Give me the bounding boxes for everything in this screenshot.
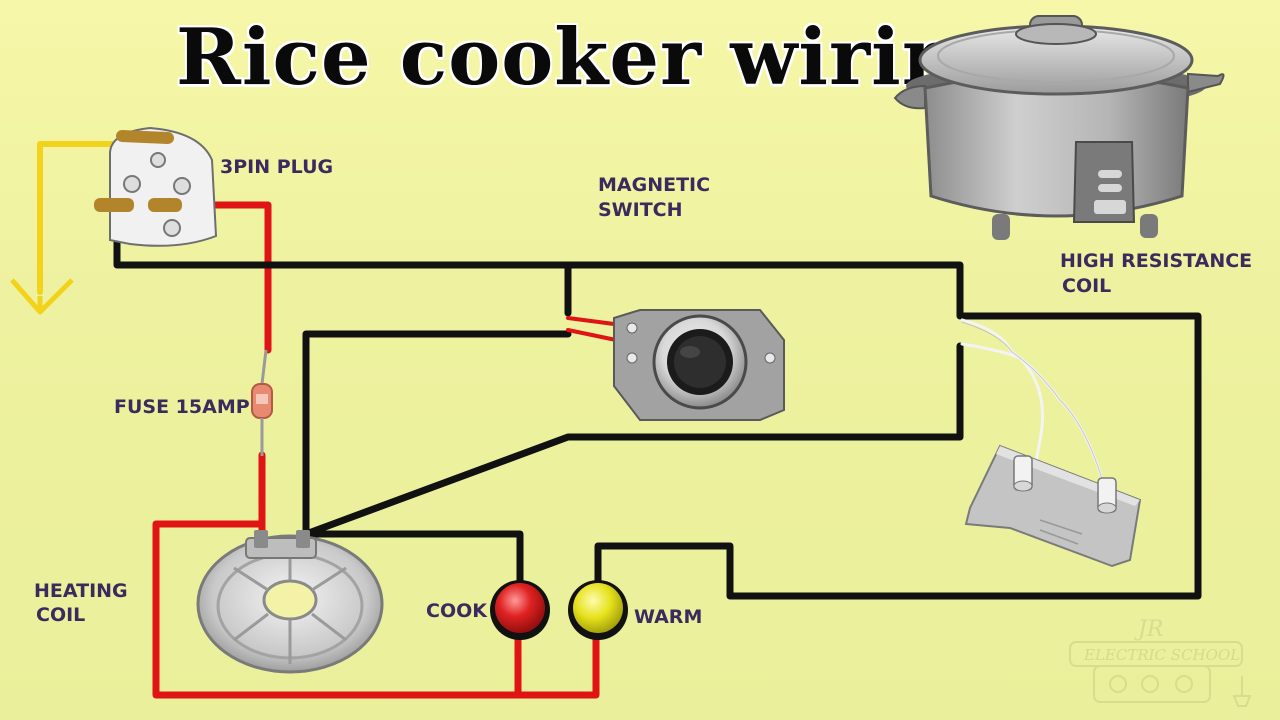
- plug-icon: [94, 126, 218, 247]
- diagonal-wire: [302, 342, 964, 538]
- magnetic-switch-label-line2: SWITCH: [598, 199, 683, 221]
- watermark-text: ELECTRIC SCHOOL: [1083, 646, 1240, 664]
- warm-lamp-icon: [568, 580, 628, 640]
- watermark-logo: [1069, 641, 1252, 707]
- switch-wire-return: [302, 330, 572, 538]
- earth-wire: [37, 141, 128, 295]
- cook-label: COOK: [426, 600, 487, 622]
- heating-coil-label-line2: COIL: [36, 604, 86, 626]
- cook-wire: [302, 530, 524, 596]
- warm-label: WARM: [634, 606, 703, 628]
- magnetic-switch-icon: [613, 309, 785, 421]
- cook-lamp-icon: [490, 580, 550, 640]
- page-title: Rice cooker wiring: [176, 12, 1015, 103]
- fuse-icon: [251, 349, 273, 456]
- plug-label: 3PIN PLUG: [220, 156, 334, 178]
- high-resistance-coil-label-line1: HIGH RESISTANCE: [1060, 250, 1253, 272]
- heating-coil-icon: [196, 530, 384, 674]
- neutral-wire-top: [564, 261, 1202, 600]
- resistor-plate-icon: [964, 444, 1142, 568]
- magnetic-switch-label-line1: MAGNETIC: [598, 174, 711, 196]
- rice-cooker-icon: [893, 15, 1225, 240]
- high-resistance-coil-label-line2: COIL: [1062, 275, 1112, 297]
- heating-coil-label-line1: HEATING: [34, 580, 128, 602]
- watermark-mark: JR: [1134, 617, 1163, 642]
- fuse-label: FUSE 15AMP: [114, 396, 250, 418]
